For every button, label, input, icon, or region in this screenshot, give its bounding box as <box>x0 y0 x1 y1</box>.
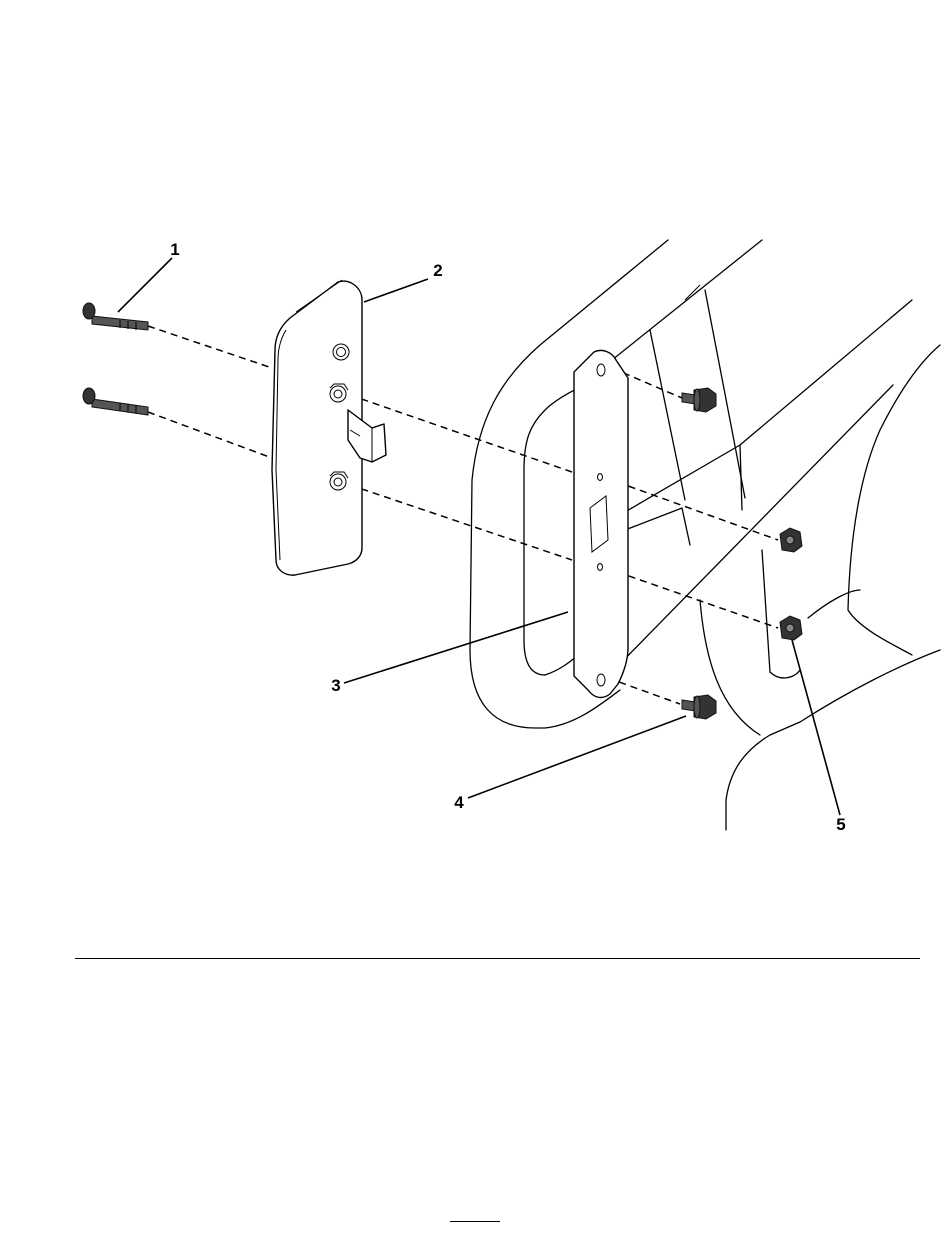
callout-1: 1 <box>170 240 179 259</box>
mounting-bracket <box>574 350 628 697</box>
callout-4: 4 <box>454 793 464 812</box>
frame-tube <box>470 240 940 830</box>
leader-lines <box>118 258 840 815</box>
footer-rule <box>450 1221 500 1222</box>
flange-nut-upper <box>780 528 802 552</box>
callout-3: 3 <box>331 676 340 695</box>
section-divider <box>75 958 920 959</box>
flange-nut-lower <box>780 616 802 640</box>
flange-bolt-upper <box>682 388 716 412</box>
hardware-assembly-diagram: 1 2 3 4 5 <box>0 0 950 960</box>
flange-bolt-lower <box>682 695 716 719</box>
cover-plate <box>272 280 386 575</box>
long-bolt-upper <box>83 303 148 330</box>
callout-5: 5 <box>836 815 845 834</box>
callout-2: 2 <box>433 261 442 280</box>
long-bolt-lower <box>83 388 148 415</box>
